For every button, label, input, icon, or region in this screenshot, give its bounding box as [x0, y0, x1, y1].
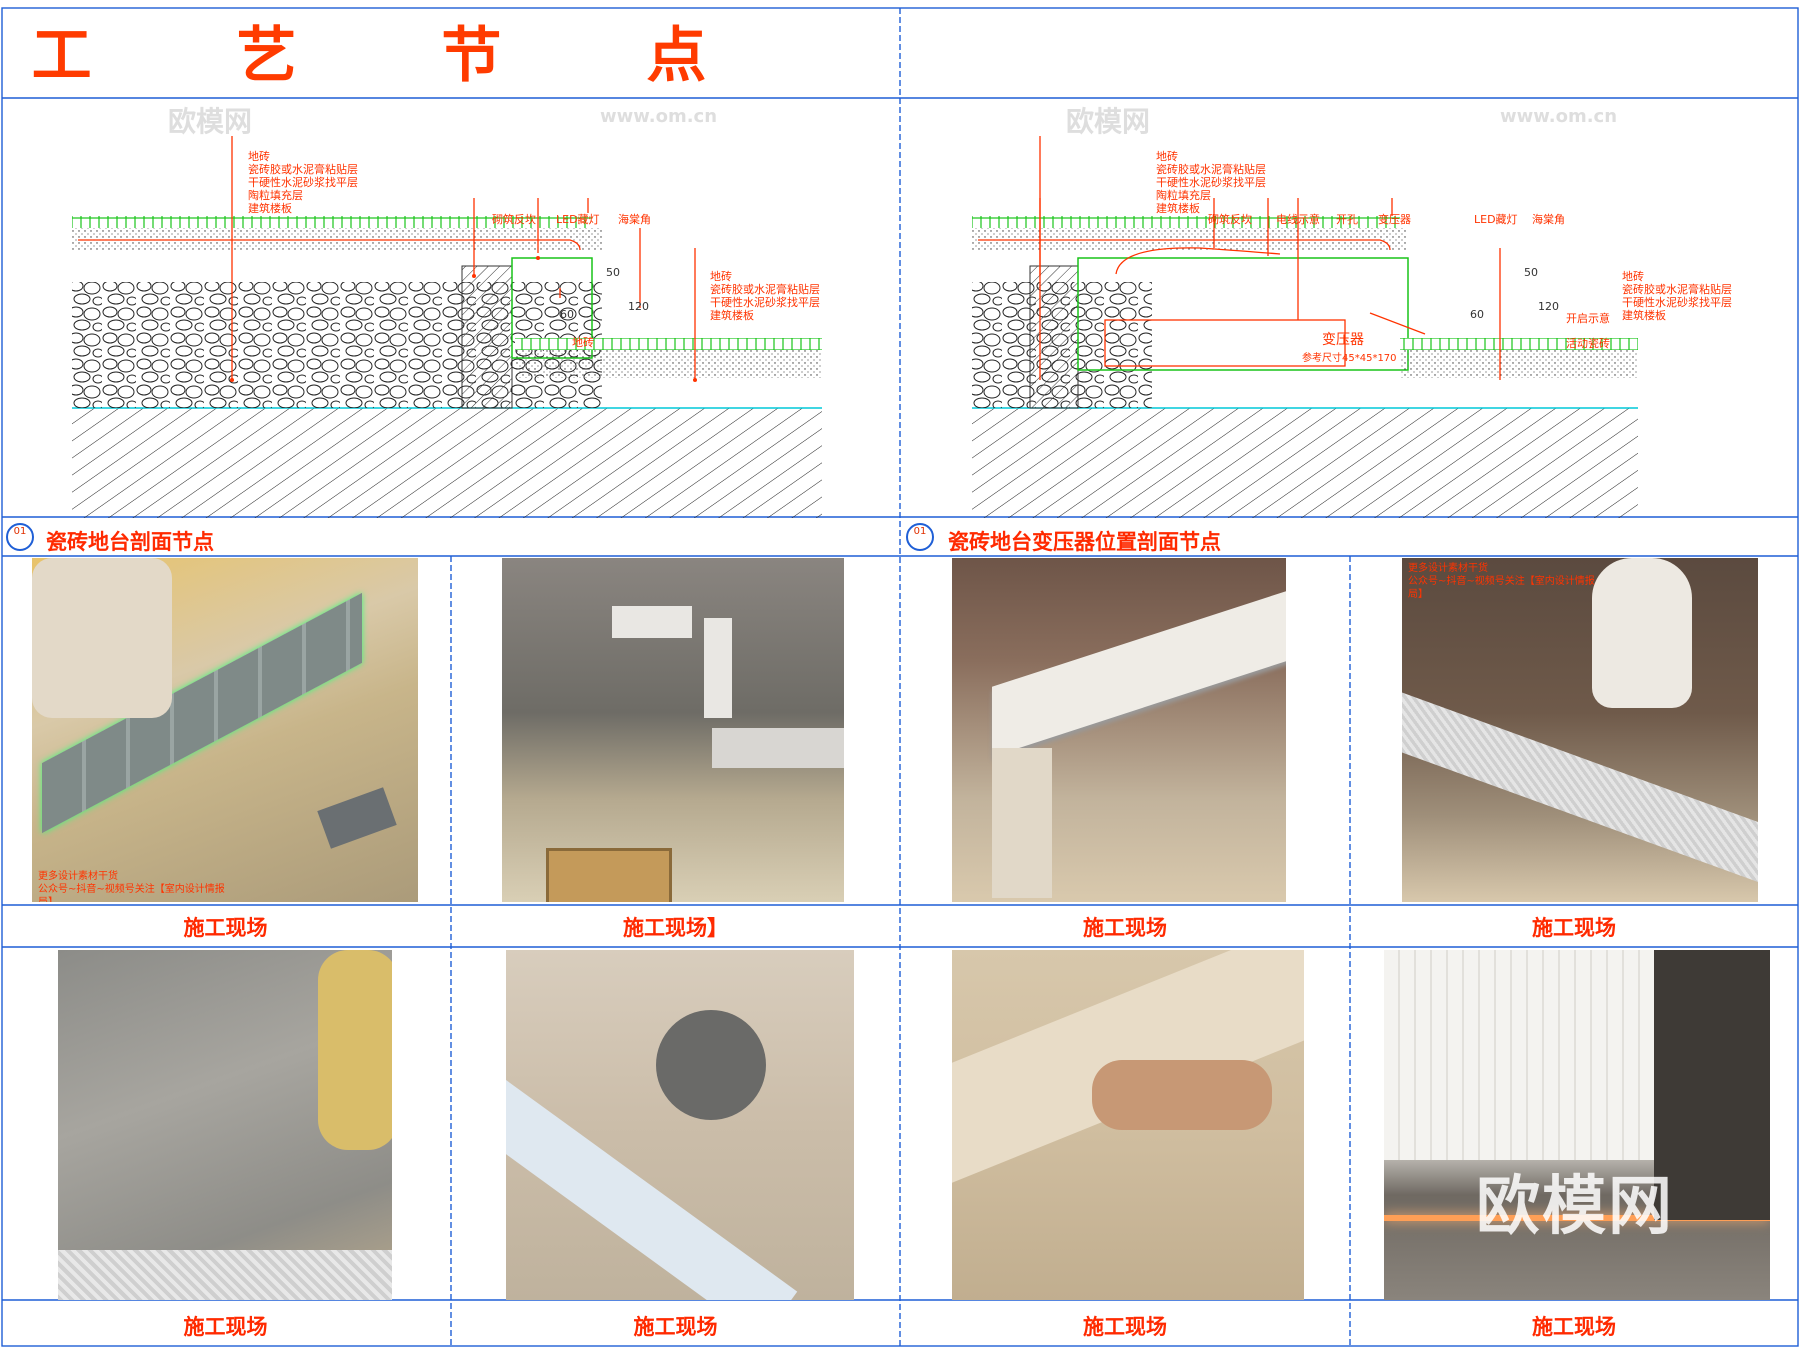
site-photo-2	[502, 558, 844, 902]
label-mortar: 干硬性水泥砂浆找平层	[248, 176, 358, 189]
photo-caption-3: 施工现场	[1083, 916, 1167, 940]
label-wall: 砌筑反坎	[1208, 213, 1252, 226]
label-r-adhesive: 瓷砖胶或水泥膏粘贴层	[710, 283, 820, 296]
label-ceramsite: 陶粒填充层	[248, 189, 303, 202]
photo-caption-6: 施工现场	[633, 1315, 718, 1339]
photo-caption-5: 施工现场	[183, 1315, 268, 1339]
label-r-mortar: 干硬性水泥砂浆找平层	[1622, 296, 1732, 309]
site-photo-8	[1384, 950, 1770, 1300]
label-adhesive: 瓷砖胶或水泥膏粘贴层	[248, 163, 358, 176]
label-wire: 电线示意	[1276, 213, 1320, 226]
label-mortar: 干硬性水泥砂浆找平层	[1156, 176, 1266, 189]
label-transformer: 变压器	[1378, 213, 1411, 226]
page-title: 工 艺 节 点	[31, 20, 769, 91]
dim-120: 120	[628, 300, 649, 313]
transformer-size: 参考尺寸45*45*170	[1302, 353, 1397, 364]
dim-50: 50	[606, 266, 620, 279]
photo-caption-1: 施工现场	[183, 916, 268, 940]
watermark-brand: 欧模网	[1066, 105, 1151, 138]
label-r-mortar: 干硬性水泥砂浆找平层	[710, 296, 820, 309]
photo-caption-2: 施工现场】	[623, 916, 728, 940]
label-corner: 海棠角	[618, 213, 651, 226]
label-open: 开启示意	[1566, 312, 1610, 325]
label-led: LED藏灯	[556, 213, 600, 226]
section-badge-right: 01	[906, 523, 934, 551]
label-r-slab: 建筑楼板	[1622, 309, 1666, 322]
right-right-labels: 地砖 瓷砖胶或水泥膏粘贴层 干硬性水泥砂浆找平层 建筑楼板	[1622, 270, 1732, 322]
label-r-adhesive: 瓷砖胶或水泥膏粘贴层	[1622, 283, 1732, 296]
right-top-labels: 地砖 瓷砖胶或水泥膏粘贴层 干硬性水泥砂浆找平层 陶粒填充层 建筑楼板	[1156, 150, 1266, 215]
dim-60: 60	[560, 308, 574, 321]
label-movable: 活动瓷砖	[1566, 337, 1610, 350]
watermark-url: www.om.cn	[1500, 106, 1618, 127]
label-tile: 地砖	[248, 150, 270, 163]
label-slab: 建筑楼板	[1156, 202, 1200, 215]
section-caption-right: 瓷砖地台变压器位置剖面节点	[948, 530, 1221, 554]
left-right-labels: 地砖 瓷砖胶或水泥膏粘贴层 干硬性水泥砂浆找平层 建筑楼板	[710, 270, 820, 322]
label-r-slab: 建筑楼板	[710, 309, 754, 322]
label-hole: 开孔	[1336, 213, 1358, 226]
label-corner: 海棠角	[1532, 213, 1565, 226]
watermark-brand: 欧模网	[168, 105, 253, 138]
watermark-logo: 欧模网	[1476, 1170, 1674, 1244]
transformer-name: 变压器	[1322, 332, 1364, 348]
section-diagram-left	[72, 136, 822, 518]
watermark-url: www.om.cn	[600, 106, 718, 127]
site-photo-1: 更多设计素材干货 公众号~抖音~视频号关注【室内设计情报局】	[32, 558, 418, 902]
label-ceramsite: 陶粒填充层	[1156, 189, 1211, 202]
label-tile-edge: 地砖	[572, 336, 594, 349]
dim-60: 60	[1470, 308, 1484, 321]
site-photo-7	[952, 950, 1304, 1300]
section-badge-left: 01	[6, 523, 34, 551]
label-r-tile: 地砖	[1622, 270, 1644, 283]
dim-50: 50	[1524, 266, 1538, 279]
site-photo-4: 更多设计素材干货 公众号~抖音~视频号关注【室内设计情报局】	[1402, 558, 1758, 902]
site-photo-6	[506, 950, 854, 1300]
photo-caption-4: 施工现场	[1532, 916, 1616, 940]
dim-120: 120	[1538, 300, 1559, 313]
section-diagram-right	[972, 136, 1638, 518]
label-wall: 砌筑反坎	[492, 213, 536, 226]
label-r-tile: 地砖	[710, 270, 732, 283]
section-caption-left: 瓷砖地台剖面节点	[46, 530, 214, 554]
left-top-labels: 地砖 瓷砖胶或水泥膏粘贴层 干硬性水泥砂浆找平层 陶粒填充层 建筑楼板	[248, 150, 358, 215]
label-adhesive: 瓷砖胶或水泥膏粘贴层	[1156, 163, 1266, 176]
label-slab: 建筑楼板	[248, 202, 292, 215]
photo-note: 更多设计素材干货 公众号~抖音~视频号关注【室内设计情报局】	[1408, 563, 1595, 600]
site-photo-5	[58, 950, 392, 1300]
photo-note: 更多设计素材干货 公众号~抖音~视频号关注【室内设计情报局】	[38, 871, 225, 902]
label-tile: 地砖	[1156, 150, 1178, 163]
site-photo-3	[952, 558, 1286, 902]
photo-caption-8: 施工现场	[1532, 1315, 1616, 1339]
photo-caption-7: 施工现场	[1083, 1315, 1167, 1339]
label-led: LED藏灯	[1474, 213, 1518, 226]
